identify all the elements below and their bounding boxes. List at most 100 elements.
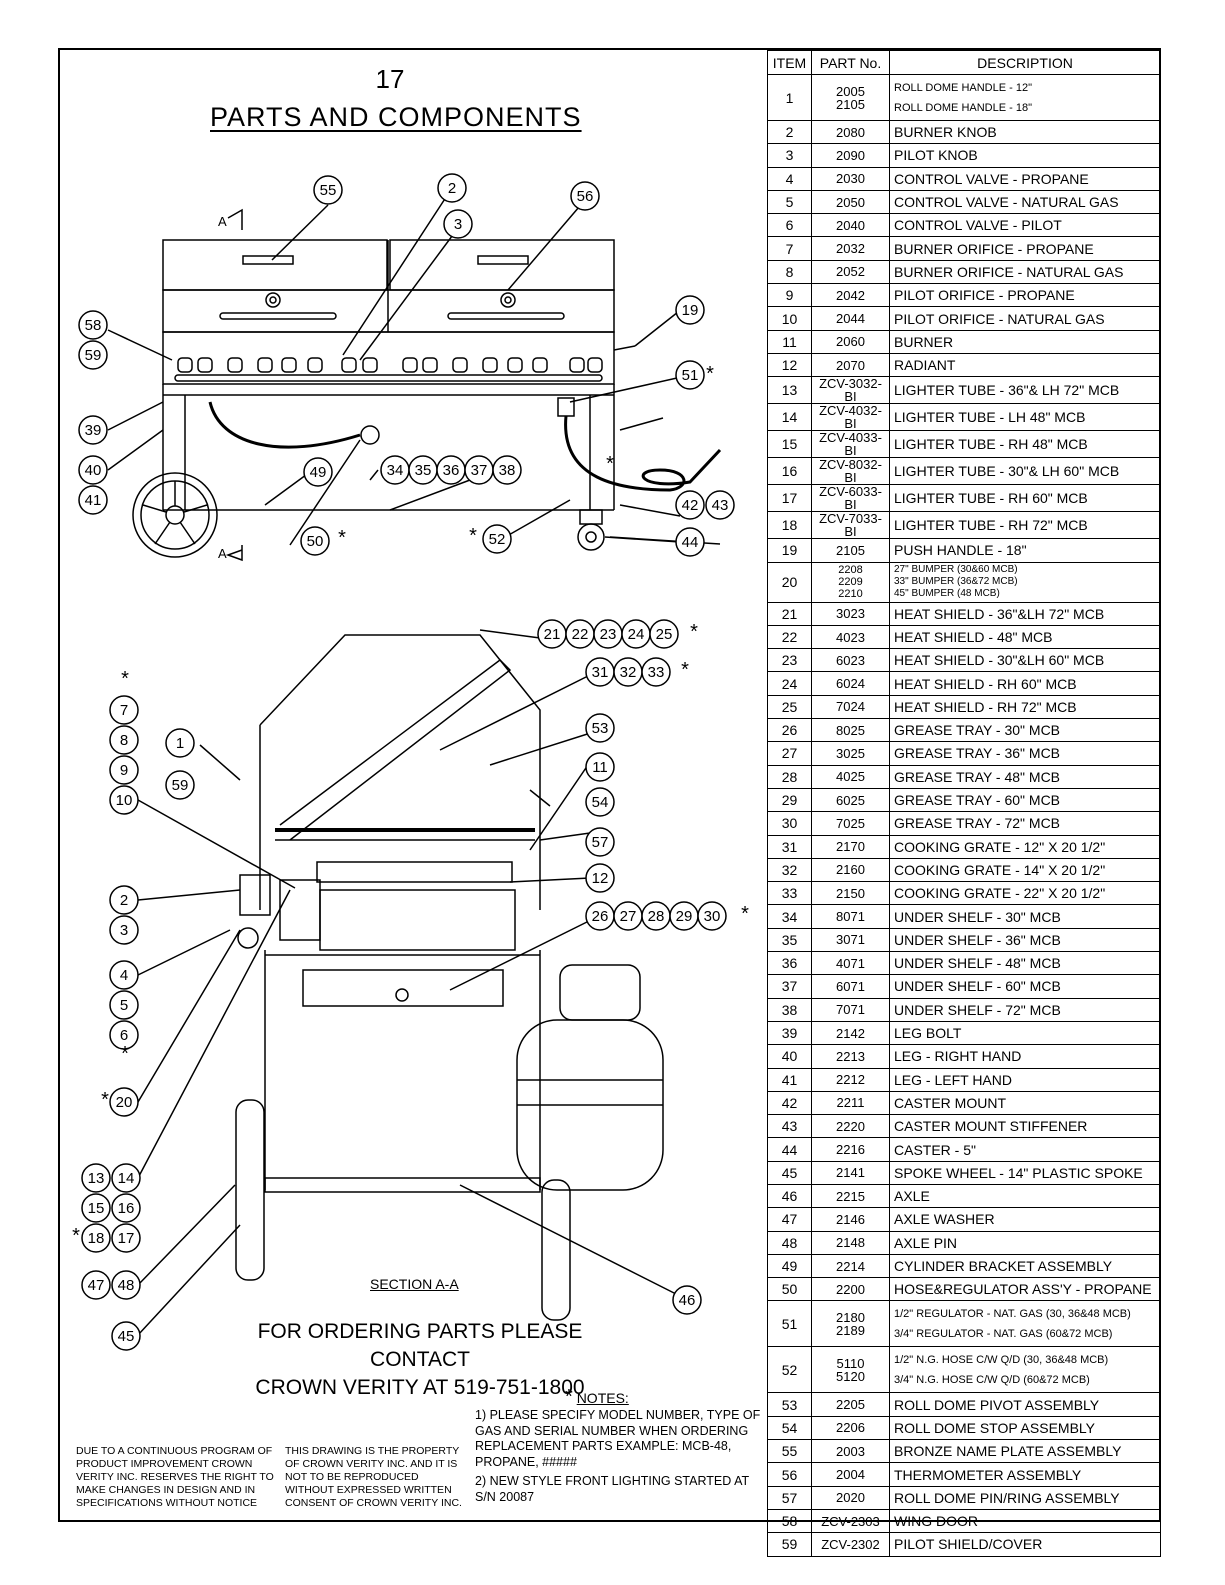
description: PILOT KNOB — [894, 147, 978, 164]
part-number-cell: 6071 — [811, 974, 890, 999]
item-number: 21 — [767, 601, 812, 626]
notes-list: 1) PLEASE SPECIFY MODEL NUMBER, TYPE OF … — [475, 1408, 765, 1506]
item-number: 7 — [767, 236, 812, 261]
item-number: 33 — [767, 881, 812, 906]
description: GREASE TRAY - 30" MCB — [894, 722, 1061, 739]
description-cell: ROLL DOME HANDLE - 12"ROLL DOME HANDLE -… — [889, 74, 1161, 121]
item-number: 18 — [767, 511, 812, 540]
part-number: 4023 — [836, 629, 865, 645]
part-number-cell: 2003 — [811, 1439, 890, 1464]
item-number: 59 — [767, 1532, 812, 1557]
description: LEG - LEFT HAND — [894, 1071, 1012, 1088]
item-number: 32 — [767, 857, 812, 883]
description: LIGHTER TUBE - RH 72" MCB — [894, 517, 1088, 534]
part-number-cell: 2220 — [811, 1114, 890, 1139]
callout-label: 2 — [448, 180, 456, 197]
item-number: 3 — [767, 143, 812, 168]
description-cell: LEG - RIGHT HAND — [889, 1044, 1161, 1069]
description-cell: GREASE TRAY - 36" MCB — [889, 741, 1161, 766]
part-number: 2208 — [838, 564, 863, 577]
part-number-cell: ZCV-2303 — [811, 1508, 890, 1534]
description: GREASE TRAY - 60" MCB — [894, 792, 1061, 809]
item-number: 20 — [767, 561, 812, 603]
part-number-cell: 2212 — [811, 1067, 890, 1092]
callout-56: 56 — [570, 181, 600, 211]
part-number: 6025 — [836, 792, 865, 808]
item-number: 9 — [767, 283, 812, 308]
part-number: 2050 — [836, 194, 865, 210]
section-label: SECTION A-A — [370, 1276, 459, 1292]
description-cell: GREASE TRAY - 60" MCB — [889, 787, 1161, 813]
description-cell: BURNER ORIFICE - NATURAL GAS — [889, 259, 1161, 285]
part-number-cell: 2213 — [811, 1044, 890, 1069]
part-number-cell: 2216 — [811, 1137, 890, 1162]
description-cell: GREASE TRAY - 72" MCB — [889, 811, 1161, 836]
callout-31: 31 — [585, 657, 615, 687]
item-number: 58 — [767, 1508, 812, 1534]
callout-label: 7 — [120, 702, 128, 719]
star-marker: * — [706, 363, 714, 385]
description-cell: GREASE TRAY - 30" MCB — [889, 718, 1161, 743]
description: HEAT SHIELD - 48" MCB — [894, 629, 1053, 645]
description: BURNER ORIFICE - PROPANE — [894, 240, 1094, 257]
part-number: 6023 — [836, 652, 865, 668]
star-marker: * — [681, 659, 689, 681]
item-number: 45 — [767, 1160, 812, 1185]
callout-59: 59 — [78, 340, 108, 370]
callout-label: 43 — [712, 497, 729, 514]
item-number: 37 — [767, 974, 812, 999]
description: UNDER SHELF - 72" MCB — [894, 1001, 1061, 1018]
item-number: 38 — [767, 997, 812, 1022]
part-number: ZCV-4033-BI — [819, 430, 882, 459]
item-number: 1 — [767, 74, 812, 121]
callout-label: 27 — [620, 908, 637, 925]
part-number: 3023 — [836, 606, 865, 622]
part-number-cell: 3025 — [811, 741, 890, 766]
callout-22: 22 — [565, 619, 595, 649]
item-number: 57 — [767, 1485, 812, 1510]
callout-label: 39 — [85, 422, 102, 439]
part-number: 2170 — [836, 839, 865, 855]
ordering-info: FOR ORDERING PARTS PLEASE CONTACT CROWN … — [210, 1318, 630, 1402]
part-number: 2211 — [836, 1095, 865, 1111]
callout-label: 41 — [85, 492, 102, 509]
part-number: ZCV-2302 — [821, 1536, 880, 1552]
description: HEAT SHIELD - 36"&LH 72" MCB — [894, 605, 1105, 622]
description: LIGHTER TUBE - 36"& LH 72" MCB — [894, 382, 1120, 399]
part-number: 2070 — [836, 357, 865, 373]
description: THERMOMETER ASSEMBLY — [894, 1466, 1082, 1483]
part-number-cell: 2020 — [811, 1485, 890, 1510]
callout-14: 14 — [111, 1163, 141, 1193]
description-cell: LIGHTER TUBE - LH 48" MCB — [889, 403, 1161, 432]
callout-label: 59 — [172, 777, 189, 794]
callout-46: 46 — [672, 1285, 702, 1315]
part-number: 6071 — [836, 978, 865, 994]
description-cell: AXLE — [889, 1183, 1161, 1209]
description-cell: COOKING GRATE - 12" X 20 1/2" — [889, 834, 1161, 859]
part-number-cell: 4023 — [811, 624, 890, 650]
description-cell: RADIANT — [889, 352, 1161, 378]
callout-42: 42 — [675, 490, 705, 520]
hood-side — [259, 634, 541, 910]
callout-11: 11 — [585, 752, 615, 782]
callout-label: 21 — [544, 626, 561, 643]
description: UNDER SHELF - 48" MCB — [894, 955, 1061, 972]
part-number: 2040 — [836, 217, 865, 233]
description: LEG - RIGHT HAND — [894, 1048, 1022, 1065]
description: CASTER MOUNT — [894, 1094, 1006, 1111]
description-cell: CYLINDER BRACKET ASSEMBLY — [889, 1253, 1161, 1279]
callout-6: 6 — [109, 1020, 139, 1050]
